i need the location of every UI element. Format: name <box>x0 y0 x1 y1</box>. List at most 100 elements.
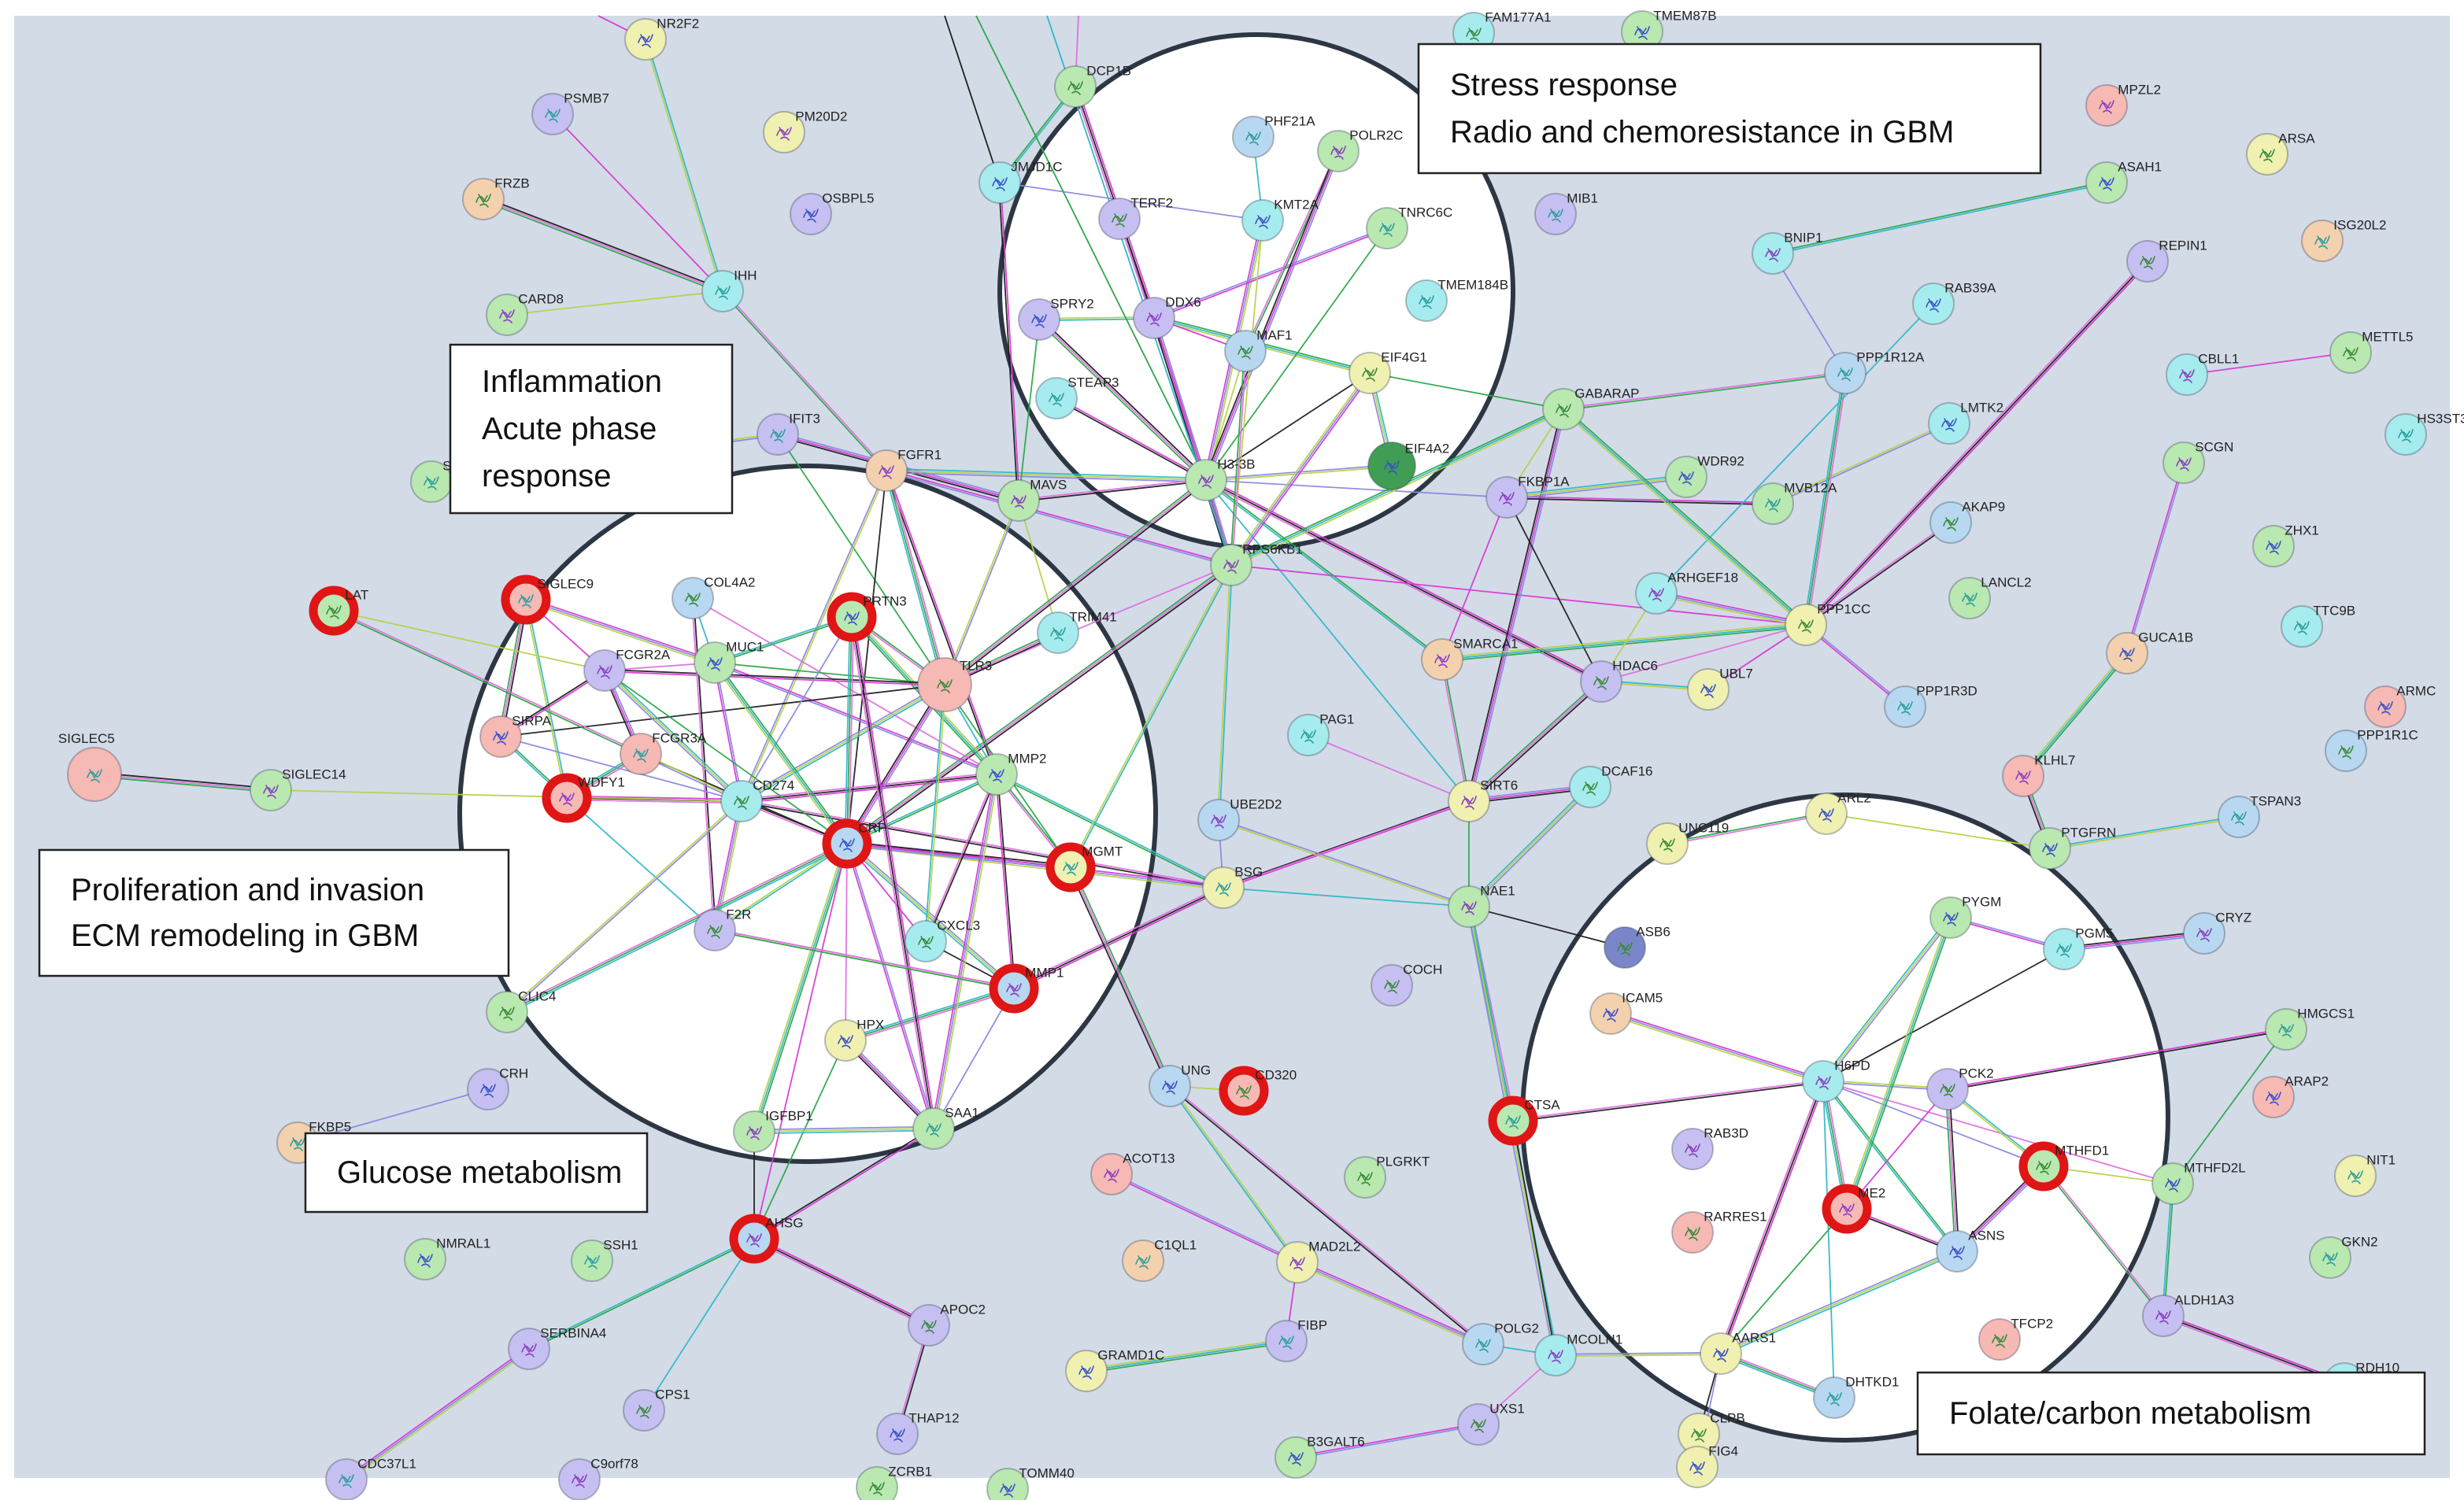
node-hs3st3b1[interactable]: HS3ST3B1 <box>2384 412 2464 456</box>
node-mad2l2[interactable]: MAD2L2 <box>1276 1240 1360 1284</box>
node-dhtkd1[interactable]: DHTKD1 <box>1813 1375 1899 1419</box>
node-mgmt[interactable]: MGMT <box>1045 842 1123 892</box>
node-rarres1[interactable]: RARRES1 <box>1671 1210 1767 1254</box>
node-lmtk2[interactable]: LMTK2 <box>1928 401 2003 445</box>
node-hmgcs1[interactable]: HMGCS1 <box>2265 1007 2355 1051</box>
node-fgfr1[interactable]: FGFR1 <box>865 448 942 492</box>
node-clpb[interactable]: CLPB <box>1678 1411 1745 1455</box>
node-mthfd1[interactable]: MTHFD1 <box>2018 1141 2109 1192</box>
node-fibp[interactable]: FIBP <box>1265 1318 1327 1362</box>
node-nr2f2[interactable]: NR2F2 <box>624 17 699 61</box>
node-me2[interactable]: ME2 <box>1822 1184 1885 1234</box>
node-nit1[interactable]: NIT1 <box>2334 1153 2396 1197</box>
node-isg20l2[interactable]: ISG20L2 <box>2301 218 2386 262</box>
node-guca1b[interactable]: GUCA1B <box>2106 630 2193 674</box>
node-hdac6[interactable]: HDAC6 <box>1580 659 1658 703</box>
node-lat[interactable]: LAT <box>309 586 368 636</box>
node-mettl5[interactable]: METTL5 <box>2329 330 2413 374</box>
node-steap3[interactable]: STEAP3 <box>1035 375 1119 419</box>
node-cdc37l1[interactable]: CDC37L1 <box>325 1457 416 1500</box>
node-siglec9[interactable]: SIGLEC9 <box>501 575 594 625</box>
node-ihh[interactable]: IHH <box>701 268 757 312</box>
node-f2r[interactable]: F2R <box>694 907 751 951</box>
node-cps1[interactable]: CPS1 <box>623 1387 690 1432</box>
node-coch[interactable]: COCH <box>1371 962 1442 1007</box>
node-bnip1[interactable]: BNIP1 <box>1752 231 1822 275</box>
node-prtn3[interactable]: PRTN3 <box>827 592 907 642</box>
node-akap9[interactable]: AKAP9 <box>1929 500 2005 544</box>
node-ppp1r3d[interactable]: PPP1R3D <box>1884 684 1977 728</box>
node-eif4g1[interactable]: EIF4G1 <box>1349 350 1427 394</box>
node-rab3d[interactable]: RAB3D <box>1671 1126 1748 1170</box>
node-pck2[interactable]: PCK2 <box>1926 1066 1994 1110</box>
node-saa1[interactable]: SAA1 <box>912 1106 979 1150</box>
node-tomm40[interactable]: TOMM40 <box>986 1466 1075 1500</box>
node-repin1[interactable]: REPIN1 <box>2126 238 2207 283</box>
node-h3-3b[interactable]: H3-3B <box>1185 457 1255 501</box>
node-cxcl3[interactable]: CXCL3 <box>905 918 980 962</box>
node-arl2[interactable]: ARL2 <box>1805 791 1871 835</box>
node-mib1[interactable]: MIB1 <box>1534 191 1598 235</box>
node-unc119[interactable]: UNC119 <box>1646 821 1729 865</box>
node-fcgr2a[interactable]: FCGR2A <box>583 648 671 692</box>
node-trim41[interactable]: TRIM41 <box>1037 610 1117 654</box>
node-ppp1cc[interactable]: PPP1CC <box>1785 602 1870 646</box>
node-psmb7[interactable]: PSMB7 <box>531 91 609 135</box>
node-clic4[interactable]: CLIC4 <box>486 989 556 1033</box>
node-cd274[interactable]: CD274 <box>720 778 794 822</box>
node-wdfy1[interactable]: WDFY1 <box>542 773 625 823</box>
node-tnrc6c[interactable]: TNRC6C <box>1366 205 1452 249</box>
node-gramd1c[interactable]: GRAMD1C <box>1065 1348 1164 1392</box>
node-dcaf16[interactable]: DCAF16 <box>1569 764 1652 808</box>
node-serbina4[interactable]: SERBINA4 <box>508 1326 606 1370</box>
node-eif4a2[interactable]: EIF4A2 <box>1367 442 1449 490</box>
node-phf21a[interactable]: PHF21A <box>1232 114 1315 158</box>
node-card8[interactable]: CARD8 <box>486 292 564 336</box>
node-siglec5[interactable]: SIGLEC5 <box>58 731 122 802</box>
node-asb6[interactable]: ASB6 <box>1604 925 1670 969</box>
node-maf1[interactable]: MAF1 <box>1224 328 1293 372</box>
node-gkn2[interactable]: GKN2 <box>2309 1235 2378 1279</box>
node-mmp2[interactable]: MMP2 <box>975 752 1046 796</box>
node-pm20d2[interactable]: PM20D2 <box>763 109 847 153</box>
node-c9orf78[interactable]: C9orf78 <box>558 1457 638 1500</box>
node-sirpa[interactable]: SIRPA <box>479 714 552 758</box>
node-acot13[interactable]: ACOT13 <box>1090 1151 1175 1195</box>
node-ddx6[interactable]: DDX6 <box>1133 295 1201 339</box>
node-b3galt6[interactable]: B3GALT6 <box>1275 1435 1365 1479</box>
node-mthfd2l[interactable]: MTHFD2L <box>2151 1161 2246 1205</box>
node-plgrkt[interactable]: PLGRKT <box>1344 1155 1430 1199</box>
node-fkbp1a[interactable]: FKBP1A <box>1485 475 1570 519</box>
node-rps6kb1[interactable]: RPS6KB1 <box>1210 542 1303 586</box>
node-col4a2[interactable]: COL4A2 <box>671 575 756 619</box>
node-nae1[interactable]: NAE1 <box>1448 884 1515 928</box>
node-mmp1[interactable]: MMP1 <box>989 963 1064 1014</box>
node-ahsg[interactable]: AHSG <box>729 1214 803 1264</box>
node-dcp1b[interactable]: DCP1B <box>1054 64 1131 108</box>
node-lancl2[interactable]: LANCL2 <box>1948 575 2032 619</box>
node-tlr3[interactable]: TLR3 <box>917 657 992 712</box>
node-mvb12a[interactable]: MVB12A <box>1752 481 1837 525</box>
node-apoc2[interactable]: APOC2 <box>908 1302 986 1347</box>
node-icam5[interactable]: ICAM5 <box>1589 991 1663 1035</box>
node-sirt6[interactable]: SIRT6 <box>1448 778 1518 822</box>
node-ptgfrn[interactable]: PTGFRN <box>2029 826 2116 870</box>
node-mpzl2[interactable]: MPZL2 <box>2085 83 2161 127</box>
node-wdr92[interactable]: WDR92 <box>1665 454 1744 498</box>
node-scgn[interactable]: SCGN <box>2162 440 2233 484</box>
node-arhgef18[interactable]: ARHGEF18 <box>1635 571 1738 615</box>
node-arsa[interactable]: ARSA <box>2246 131 2315 175</box>
node-ung[interactable]: UNG <box>1149 1063 1211 1107</box>
node-mavs[interactable]: MAVS <box>997 478 1067 522</box>
node-mcoln1[interactable]: MCOLN1 <box>1534 1332 1622 1376</box>
node-siglec14[interactable]: SIGLEC14 <box>250 767 346 811</box>
node-pag1[interactable]: PAG1 <box>1287 712 1354 756</box>
node-muc1[interactable]: MUC1 <box>694 640 764 684</box>
node-arap2[interactable]: ARAP2 <box>2252 1074 2329 1118</box>
node-fig4[interactable]: FIG4 <box>1676 1444 1738 1488</box>
node-asns[interactable]: ASNS <box>1936 1228 2005 1273</box>
node-ube2d2[interactable]: UBE2D2 <box>1197 797 1282 841</box>
node-cd320[interactable]: CD320 <box>1219 1066 1297 1116</box>
node-ifit3[interactable]: IFIT3 <box>757 412 820 456</box>
node-polr2c[interactable]: POLR2C <box>1317 128 1403 172</box>
